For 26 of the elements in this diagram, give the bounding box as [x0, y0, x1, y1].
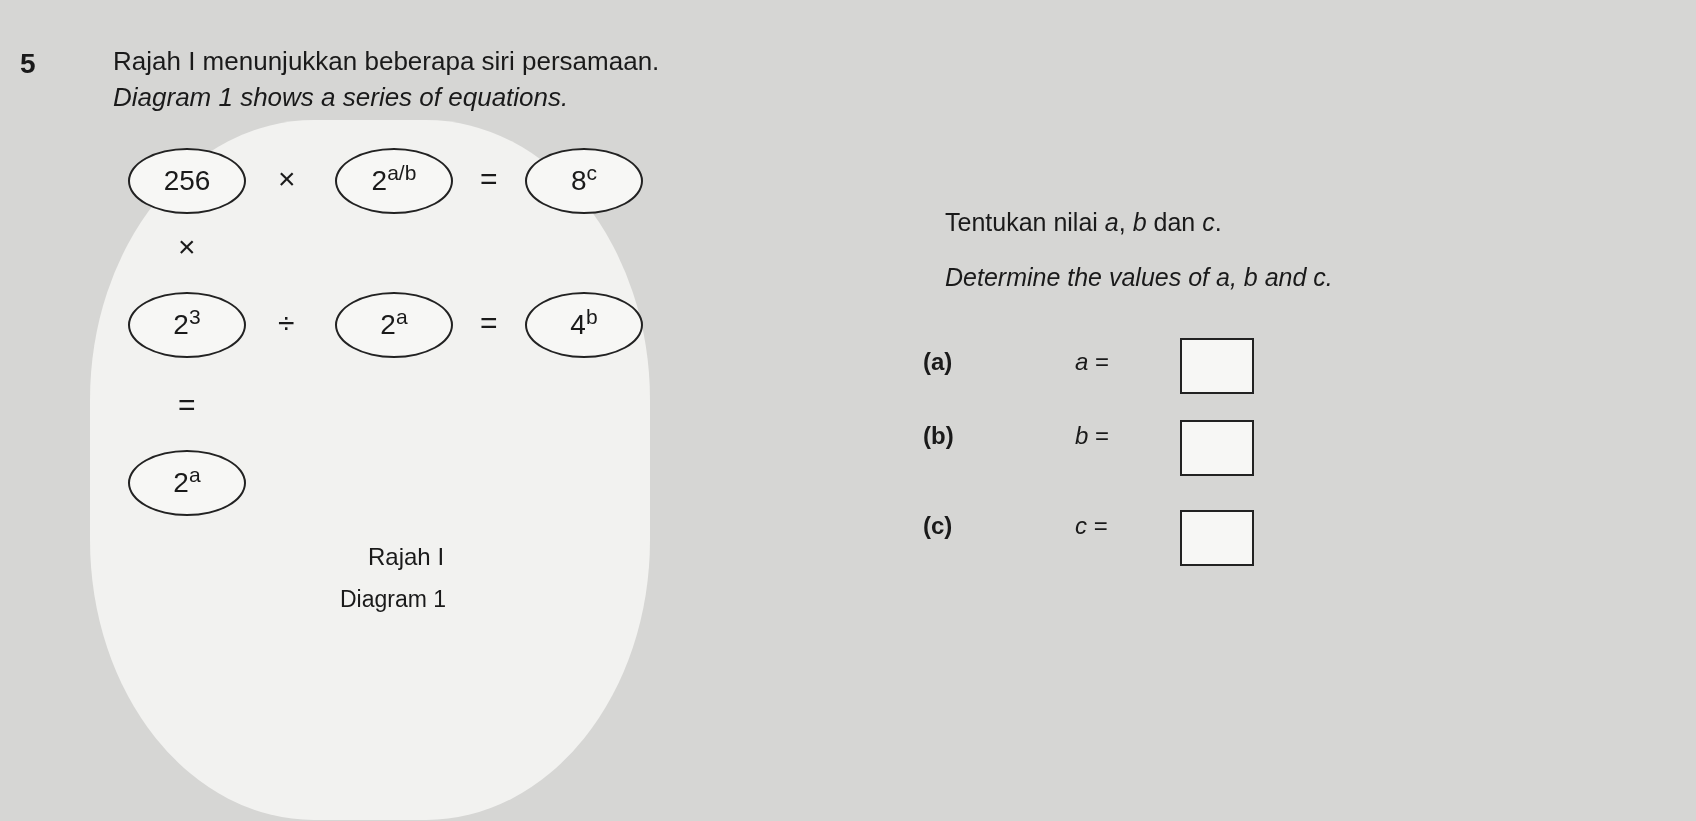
instruction-text: Diagram 1 shows a series of equations.	[113, 84, 569, 110]
operator-symbol: ÷	[278, 308, 295, 338]
expression-text: 2$^{a/b}$	[371, 160, 417, 198]
part-label: (b)	[923, 424, 954, 448]
equation-text: c =	[1075, 514, 1108, 538]
part-label: (c)	[923, 514, 953, 538]
operator-symbol: =	[480, 164, 498, 194]
caption-text: Rajah I	[368, 545, 445, 569]
instruction-text: Tentukan nilai a, b dan c.	[945, 210, 1222, 235]
operator-symbol: =	[480, 308, 498, 338]
operator-symbol: ×	[178, 232, 196, 262]
question-number: 5	[20, 50, 36, 78]
expression-text: 2$^{3}$	[173, 304, 201, 342]
caption-text: Diagram 1	[340, 588, 447, 611]
equation-text: a =	[1075, 350, 1110, 374]
expression-text: 4$^{b}$	[570, 304, 598, 342]
instruction-text: Rajah I menunjukkan beberapa siri persamaan.	[113, 48, 660, 74]
operator-symbol: =	[178, 390, 196, 420]
expression-text: 2$^{a}$	[380, 304, 408, 342]
equation-text: b =	[1075, 424, 1110, 448]
instruction-text: Determine the values of a, b and c.	[945, 265, 1333, 290]
expression-text: 2$^{a}$	[173, 462, 201, 500]
operator-symbol: ×	[278, 164, 296, 194]
expression-text: 256	[163, 164, 211, 198]
part-label: (a)	[923, 350, 953, 374]
expression-text: 8$^{c}$	[570, 160, 598, 198]
